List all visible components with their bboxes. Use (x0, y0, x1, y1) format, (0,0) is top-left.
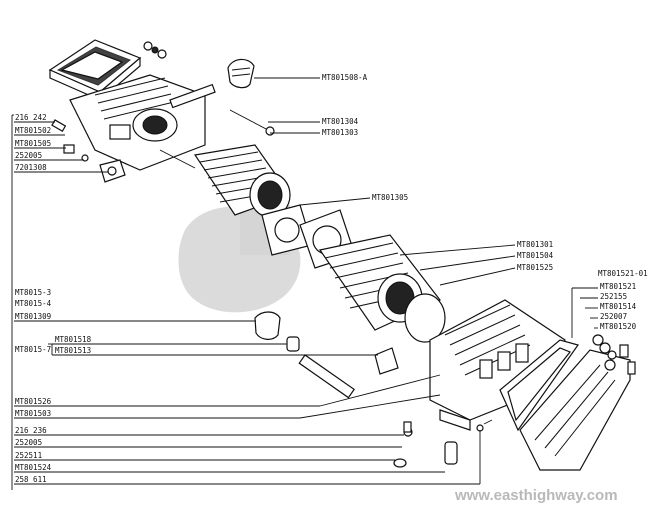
label-mt801504: MT801504 (517, 251, 554, 260)
label-252155: 252155 (600, 292, 627, 301)
label-mt801309: MT801309 (15, 312, 51, 321)
label-mt801502: MT801502 (15, 126, 51, 135)
label-mt8015-7: MT8015-7 (15, 345, 51, 354)
label-mt801521-01: MT801521-01 (598, 269, 648, 278)
label-mt801518: MT801518 (55, 335, 92, 344)
top-small-parts (143, 41, 275, 169)
label-mt801524: MT801524 (15, 463, 52, 472)
leader-lines (11, 77, 598, 490)
valve-cover-gasket-lower (499, 339, 579, 432)
label-mt8015-3: MT8015-3 (15, 288, 51, 297)
right-small-parts (592, 334, 636, 375)
label-mt801505: MT801505 (15, 139, 51, 148)
cylinder-upper (193, 144, 291, 218)
cylinder-head-upper (69, 74, 216, 171)
left-small-parts (51, 119, 126, 183)
label-216236: 216 236 (15, 426, 47, 435)
label-258611: 258 611 (15, 475, 47, 484)
label-mt801508a: MT801508-A (322, 73, 368, 82)
lower-small-parts (254, 311, 493, 468)
label-252005-bottom: 252005 (15, 438, 42, 447)
label-mt801304: MT801304 (322, 117, 359, 126)
label-mt801520: MT801520 (600, 322, 637, 331)
label-mt8015-4: MT8015-4 (15, 299, 52, 308)
label-mt801514: MT801514 (600, 302, 637, 311)
label-mt801526: MT801526 (15, 397, 52, 406)
label-252511: 252511 (15, 451, 42, 460)
o-ring (404, 293, 446, 343)
watermark-text: www.easthighway.com (454, 487, 618, 504)
label-mt801305: MT801305 (372, 193, 408, 202)
part-labels: MT801508-A MT801304 MT801303 216 242 MT8… (15, 73, 648, 484)
label-mt801503: MT801503 (15, 409, 51, 418)
label-252005-top: 252005 (15, 151, 42, 160)
label-7201308: 7201308 (15, 163, 47, 172)
valve-cover-lower (519, 349, 631, 471)
label-mt801301: MT801301 (517, 240, 553, 249)
label-216242: 216 242 (15, 113, 47, 122)
label-mt801303: MT801303 (322, 128, 358, 137)
label-mt801521: MT801521 (600, 282, 636, 291)
label-mt801513: MT801513 (55, 346, 91, 355)
label-252007: 252007 (600, 312, 627, 321)
label-mt801525: MT801525 (517, 263, 553, 272)
